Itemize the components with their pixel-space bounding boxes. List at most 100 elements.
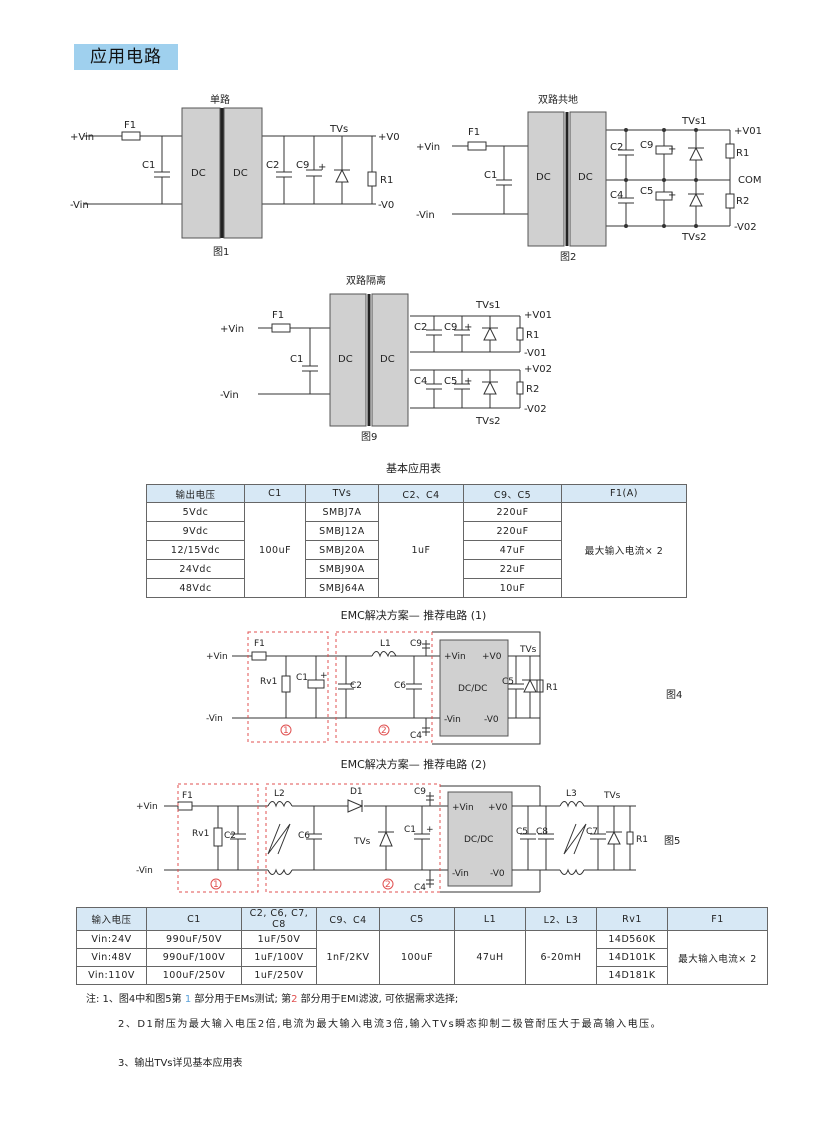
fig9-c2-label: C2 — [414, 322, 427, 333]
fig1-caption: 图1 — [213, 246, 229, 258]
fig2-caption: 图2 — [560, 251, 576, 263]
fig1-r1-label: R1 — [380, 175, 393, 186]
emc2-mod-v0-pos: +V0 — [488, 803, 508, 813]
figure-5-emc-circuit-2: 1 2 F1 L2 D1 +Vin -Vin Rv1 C2 C6 TVs C1 … — [136, 783, 680, 893]
emc2-mark1: 1 — [213, 880, 219, 890]
emc-header-l2l3: L2、L3 — [525, 907, 597, 931]
note-1: 注: 1、图4中和图5第 1 部分用于EMs测试; 第2 部分用于EMI滤波, … — [86, 993, 786, 1007]
emc2-mod-vin-neg: -Vin — [452, 869, 469, 879]
fig2-c9-plus: + — [668, 144, 676, 155]
emc2-l2-label: L2 — [274, 789, 285, 799]
table-cell: Vin:48V — [76, 948, 147, 967]
emc2-d1-label: D1 — [350, 787, 363, 797]
basic-header-c2c4: C2、C4 — [378, 484, 464, 503]
fig9-c5-plus: + — [464, 376, 472, 387]
note-1-part-a: 注: 1、图4中和图5第 — [86, 994, 182, 1005]
emc-header-input-voltage: 输入电压 — [76, 907, 147, 931]
emc2-c1-plus: + — [426, 825, 434, 835]
fig2-vin-neg: -Vin — [416, 210, 435, 221]
table-cell: 24Vdc — [146, 559, 245, 579]
fig1-c9-label: C9 — [296, 160, 309, 171]
fig9-caption: 图9 — [361, 431, 377, 443]
figure-9-dual-isolated: 双路隔离 F1 +Vin -Vin C1 DC DC C2 C9 + C4 C5… — [220, 274, 552, 443]
fig1-dc-in: DC — [191, 168, 206, 179]
fig2-r1-label: R1 — [736, 148, 749, 159]
table-cell: 1uF/50V — [241, 930, 317, 949]
emc1-c1-label: C1 — [296, 673, 308, 683]
basic-header-tvs: TVs — [305, 484, 379, 503]
table-cell: SMBJ7A — [305, 502, 379, 522]
table-cell: 1uF/250V — [241, 966, 317, 985]
basic-header-c1: C1 — [244, 484, 306, 503]
fig9-r2-label: R2 — [526, 384, 539, 395]
emc2-mod-vin-pos: +Vin — [452, 803, 474, 813]
emc2-c5-label: C5 — [516, 827, 528, 837]
emc2-tvs-out-label: TVs — [603, 791, 621, 801]
fig9-v02n-label: -V02 — [524, 404, 547, 415]
emc-header-c2c6c7c8: C2, C6, C7, C8 — [241, 907, 317, 931]
emc1-mod-vin-neg: -Vin — [444, 715, 461, 725]
fig9-v01p-label: +V01 — [524, 310, 552, 321]
emc2-f1-label: F1 — [182, 791, 193, 801]
emc1-c5-label: C5 — [502, 677, 514, 687]
emc1-c4-label: C4 — [410, 731, 422, 741]
fig1-c9-plus: + — [318, 162, 326, 173]
table-cell: SMBJ90A — [305, 559, 379, 579]
fig1-f1-label: F1 — [124, 120, 136, 131]
emc1-r1-label: R1 — [546, 683, 558, 693]
table-cell: SMBJ20A — [305, 540, 379, 560]
table-cell: 14D560K — [596, 930, 668, 949]
fig9-c9-plus: + — [464, 322, 472, 333]
table-cell: 47uH — [454, 930, 526, 985]
fig9-c5-label: C5 — [444, 376, 457, 387]
table-cell: 12/15Vdc — [146, 540, 245, 560]
fig9-v02p-label: +V02 — [524, 364, 552, 375]
table-cell: 5Vdc — [146, 502, 245, 522]
emc2-c7-label: C7 — [586, 827, 598, 837]
emc-header-c5: C5 — [379, 907, 455, 931]
emc1-mark1: 1 — [283, 726, 289, 736]
emc1-dcdc-label: DC/DC — [458, 684, 487, 694]
emc1-mod-v0-pos: +V0 — [482, 652, 502, 662]
table-cell: 14D181K — [596, 966, 668, 985]
table-cell: 990uF/100V — [146, 948, 242, 967]
emc2-vin-pos: +Vin — [136, 802, 158, 812]
table-cell: Vin:110V — [76, 966, 147, 985]
table-cell: 100uF/250V — [146, 966, 242, 985]
fig9-vin-neg: -Vin — [220, 390, 239, 401]
emc-header-c1: C1 — [146, 907, 242, 931]
emc-header-l1: L1 — [454, 907, 526, 931]
emc-header-f1: F1 — [667, 907, 768, 931]
fig9-f1-label: F1 — [272, 310, 284, 321]
table-cell: 1nF/2KV — [316, 930, 380, 985]
emc2-c4-label: C4 — [414, 883, 426, 893]
table-cell: 220uF — [463, 502, 562, 522]
fig2-c2-label: C2 — [610, 142, 623, 153]
fig2-vin-pos: +Vin — [416, 142, 440, 153]
fig2-v01-label: +V01 — [734, 126, 762, 137]
table-cell: 48Vdc — [146, 578, 245, 598]
emc1-vin-pos: +Vin — [206, 652, 228, 662]
fig9-r1-label: R1 — [526, 330, 539, 341]
fig1-v0-neg: -V0 — [378, 200, 394, 211]
fig9-c1-label: C1 — [290, 354, 303, 365]
fig9-dc-in: DC — [338, 354, 353, 365]
fig2-c9-label: C9 — [640, 140, 653, 151]
fig1-vin-neg: -Vin — [70, 200, 89, 211]
emc1-mod-v0-neg: -V0 — [484, 715, 499, 725]
fig1-title: 单路 — [210, 93, 230, 106]
table-cell: Vin:24V — [76, 930, 147, 949]
table-cell: 100uF — [244, 502, 306, 598]
note-3: 3、输出TVs详见基本应用表 — [118, 1058, 243, 1069]
table-cell: 9Vdc — [146, 521, 245, 541]
fig1-c2-label: C2 — [266, 160, 279, 171]
emc1-mark2: 2 — [381, 726, 387, 736]
table-cell: SMBJ64A — [305, 578, 379, 598]
basic-header-output-voltage: 输出电压 — [146, 484, 245, 503]
fig1-v0-pos: +V0 — [378, 132, 400, 143]
emc2-dcdc-label: DC/DC — [464, 835, 493, 845]
note-2: 2、D1耐压为最大输入电压2倍,电流为最大输入电流3倍,输入TVs瞬态抑制二极管… — [118, 1019, 663, 1030]
fig2-f1-label: F1 — [468, 127, 480, 138]
fig9-v01n-label: -V01 — [524, 348, 547, 359]
fig2-c1-label: C1 — [484, 170, 497, 181]
